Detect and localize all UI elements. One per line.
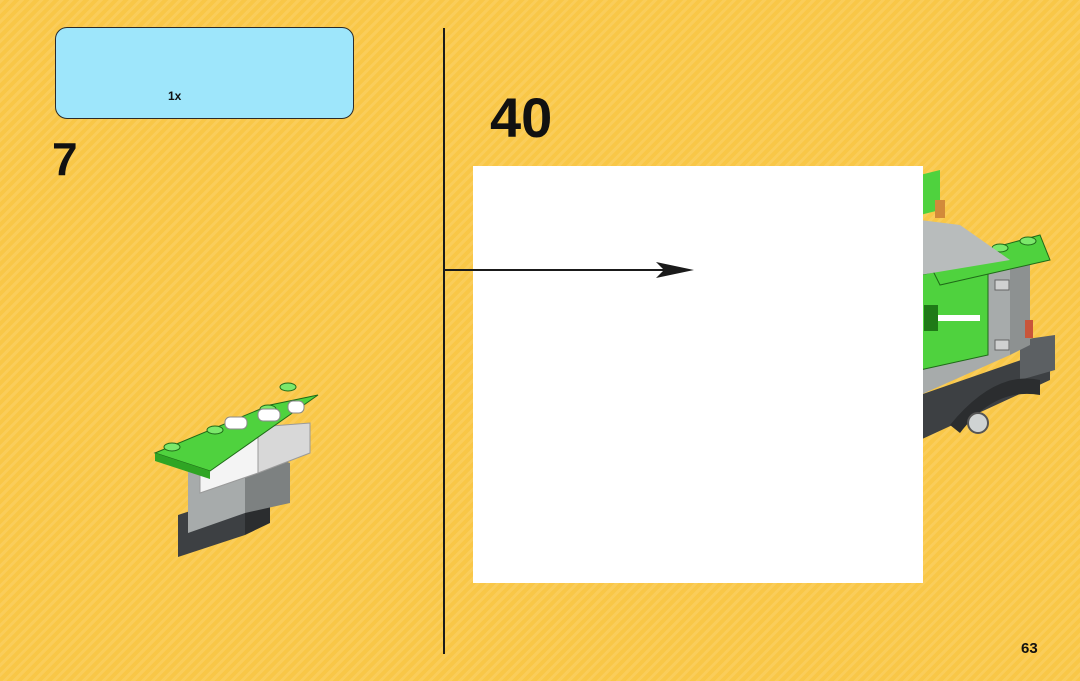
page-number: 63: [1021, 640, 1038, 657]
step-inset-panel: [473, 166, 923, 583]
step-divider: [443, 28, 445, 654]
vehicle-model-illustration: [919, 170, 1055, 440]
parts-callout-box: 1x: [55, 27, 354, 119]
part-quantity: 1x: [168, 89, 182, 103]
subassembly-illustration: [153, 382, 319, 557]
substep-number: 7: [52, 133, 78, 185]
step-number: 40: [490, 86, 553, 149]
arrow-right-icon: [444, 262, 694, 278]
